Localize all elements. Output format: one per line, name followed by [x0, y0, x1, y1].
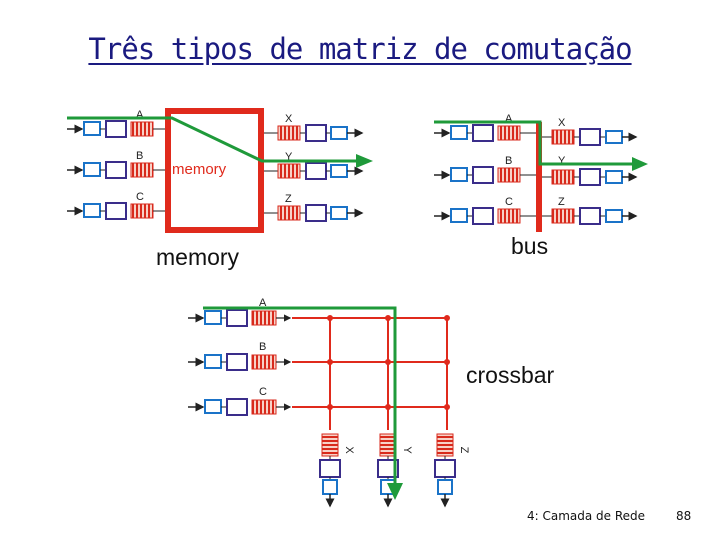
- crossbar-packet-path: [203, 306, 397, 484]
- crossbar-output-label-y: Y: [401, 446, 413, 454]
- bus-output-port-z: [542, 207, 638, 225]
- bus-line: [536, 122, 542, 232]
- bus-caption: bus: [511, 233, 548, 259]
- bus-packet-path: [434, 120, 634, 166]
- memory-output-label-x: X: [285, 113, 293, 125]
- memory-box: [165, 108, 264, 233]
- memory-packet-path: [67, 116, 358, 163]
- bus-output-label-z: Z: [558, 196, 565, 208]
- crossbar-input-port-a: [188, 309, 292, 327]
- memory-input-port-c: [67, 202, 168, 220]
- bus-input-label-a: A: [505, 113, 513, 125]
- crossbar-panel: A B C: [188, 297, 555, 508]
- memory-output-port-y: [264, 162, 364, 180]
- crossbar-input-label-a: A: [259, 297, 267, 309]
- memory-input-label-a: A: [136, 109, 144, 121]
- crossbar-junctions: [327, 315, 450, 410]
- bus-panel: A B C: [434, 113, 648, 259]
- memory-caption: memory: [156, 244, 240, 270]
- page-number: 88: [676, 509, 692, 523]
- bus-output-port-y: [542, 168, 638, 186]
- crossbar-grid: [292, 317, 448, 430]
- memory-output-port-z: [264, 204, 364, 222]
- memory-panel: A B C memory: [67, 108, 373, 270]
- bus-output-label-y: Y: [558, 155, 566, 167]
- crossbar-input-label-c: C: [259, 386, 267, 398]
- crossbar-input-label-b: B: [259, 341, 266, 353]
- memory-output-port-x: [264, 124, 364, 142]
- bus-output-port-x: [542, 128, 638, 146]
- crossbar-output-port-y: [377, 433, 399, 508]
- bus-path-arrowhead: [632, 157, 648, 171]
- bus-output-label-x: X: [558, 117, 566, 129]
- memory-input-port-a: [67, 120, 168, 138]
- memory-input-port-b: [67, 161, 168, 179]
- crossbar-caption: crossbar: [466, 362, 555, 388]
- memory-output-label-y: Y: [285, 151, 293, 163]
- crossbar-input-port-c: [188, 398, 292, 416]
- memory-path-arrowhead: [356, 154, 373, 168]
- slide-title: Três tipos de matriz de comutação: [88, 32, 632, 66]
- memory-input-label-b: B: [136, 150, 143, 162]
- crossbar-path-arrowhead: [387, 483, 403, 500]
- bus-input-port-a: [434, 124, 536, 142]
- memory-box-label: memory: [172, 161, 227, 178]
- bus-input-label-c: C: [505, 196, 513, 208]
- memory-input-label-c: C: [136, 191, 144, 203]
- crossbar-input-port-b: [188, 353, 292, 371]
- crossbar-output-label-x: X: [343, 446, 355, 454]
- bus-input-port-b: [434, 166, 536, 184]
- crossbar-output-port-z: [434, 433, 456, 508]
- bus-input-label-b: B: [505, 155, 512, 167]
- memory-output-label-z: Z: [285, 193, 292, 205]
- crossbar-output-port-x: [319, 433, 341, 508]
- bus-input-port-c: [434, 207, 536, 225]
- crossbar-output-label-z: Z: [458, 447, 470, 454]
- footer-chapter: 4: Camada de Rede: [527, 509, 646, 523]
